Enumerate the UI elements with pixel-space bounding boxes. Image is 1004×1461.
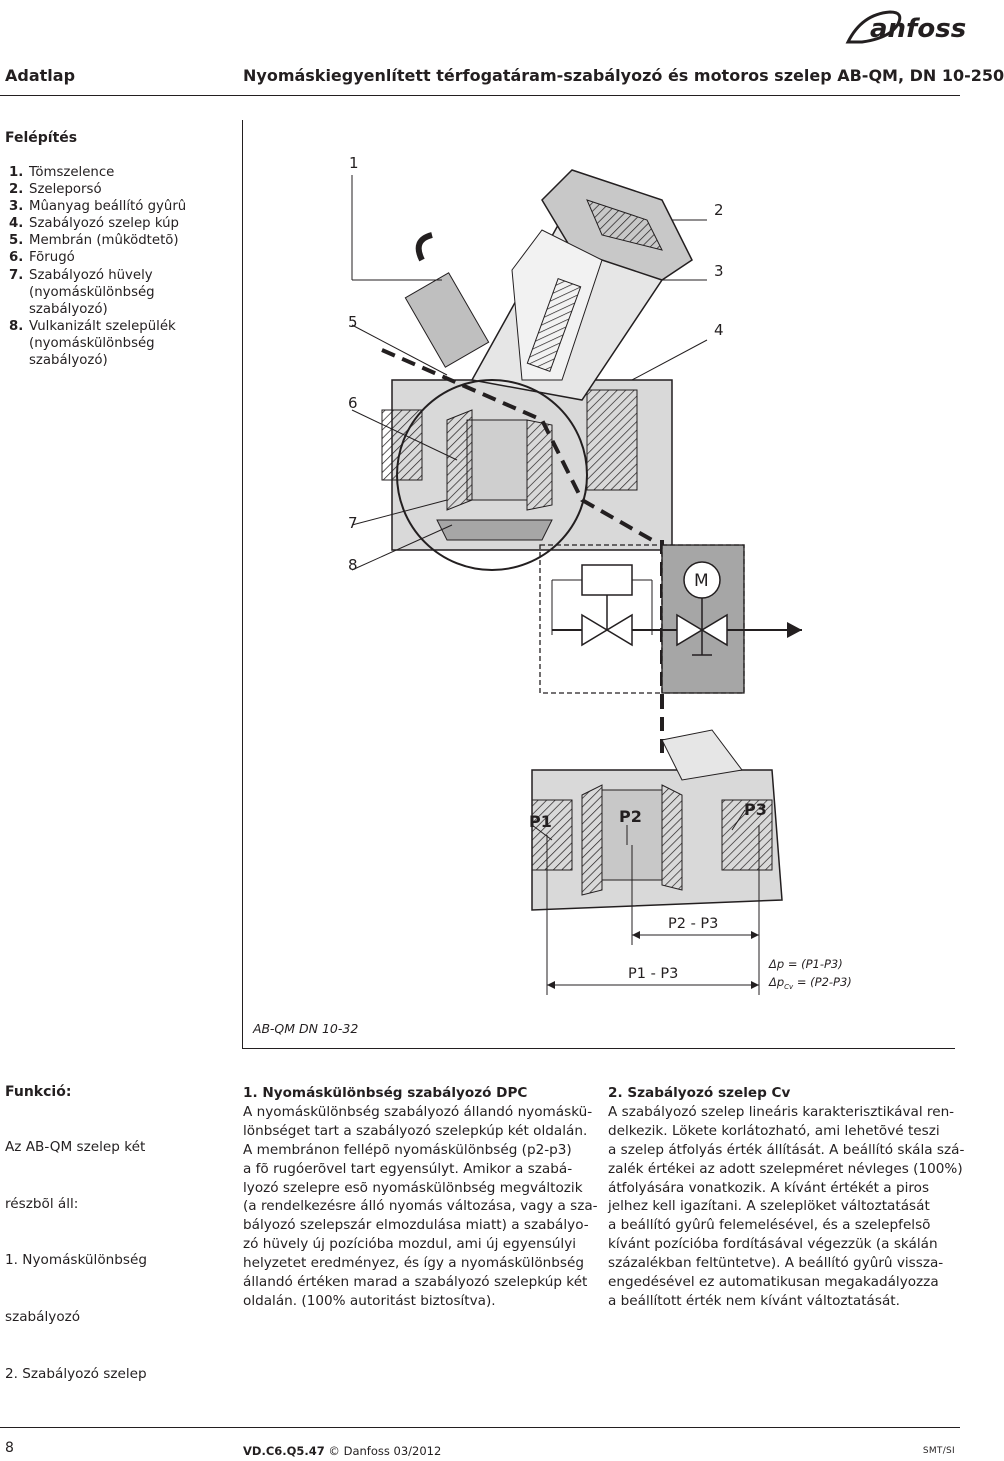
valve-cross-section <box>381 169 693 571</box>
doc-code: VD.C6.Q5.47 © Danfoss 03/2012 <box>243 1444 442 1458</box>
list-item: 1.Tömszelence <box>9 165 115 180</box>
label-p2: P2 <box>619 807 642 826</box>
callout-2: 2 <box>714 201 724 219</box>
list-item: 3.Mûanyag beállító gyûrû <box>9 199 187 215</box>
danfoss-logo: anfoss <box>845 10 966 44</box>
dpc-title: 1. Nyomáskülönbség szabályozó DPC <box>243 1085 528 1101</box>
list-item: 6.Fõrugó <box>9 250 75 266</box>
funkcio-block: Funkció: Az AB-QM szelep két részbõl áll… <box>5 1084 147 1421</box>
doc-title: Nyomáskiegyenlített térfogatáram-szabály… <box>243 66 1004 85</box>
lower-cross-section <box>531 729 783 911</box>
list-item: 2.Szeleporsó <box>9 182 102 198</box>
svg-text:anfoss: anfoss <box>870 14 966 44</box>
callouts: 1 2 3 4 5 6 7 8 <box>348 154 724 574</box>
figure-caption: AB-QM DN 10-32 <box>252 1021 358 1036</box>
cv-section: 2. Szabályozó szelep Cv A szabályozó sze… <box>608 1085 965 1309</box>
dim-p2-p3: P2 - P3 <box>668 916 718 932</box>
footer-rule <box>0 1427 960 1428</box>
callout-4: 4 <box>714 321 724 339</box>
list-item: 5.Membrán (mûködtetõ) <box>9 233 179 249</box>
callout-5: 5 <box>348 313 358 331</box>
formula-dpcv: ΔpCv = (P2-P3) <box>768 975 852 991</box>
figure-frame <box>242 120 955 1049</box>
dim-p1-p3: P1 - P3 <box>628 966 678 982</box>
footer-smt: SMT/SI <box>922 1446 955 1456</box>
valve-figure: 1 2 3 4 5 6 7 8 M <box>252 154 852 1036</box>
funkcio-heading: Funkció: <box>5 1084 72 1100</box>
parts-list: 1.Tömszelence 2.Szeleporsó 3.Mûanyag beá… <box>9 164 199 369</box>
label-p3: P3 <box>744 800 767 819</box>
formula-dp: Δp = (P1-P3) <box>768 957 843 971</box>
dimension-lines <box>546 825 760 995</box>
label-p1: P1 <box>529 812 552 831</box>
callout-6: 6 <box>348 394 358 412</box>
funkcio-text: Az AB-QM szelep két részbõl áll: 1. Nyom… <box>5 1138 147 1382</box>
list-item: 8.Vulkanizált szelepülék(nyomáskülönbség… <box>9 318 176 369</box>
callout-7: 7 <box>348 514 358 532</box>
page-number: 8 <box>5 1440 14 1456</box>
callout-1: 1 <box>349 154 359 172</box>
doc-type: Adatlap <box>5 66 76 85</box>
callout-3: 3 <box>714 262 724 280</box>
callout-8: 8 <box>348 556 358 574</box>
cv-title: 2. Szabályozó szelep Cv <box>608 1085 791 1101</box>
header-rule <box>0 95 960 96</box>
motor-letter: M <box>694 571 709 591</box>
schematic: M <box>539 544 802 760</box>
dpc-section: 1. Nyomáskülönbség szabályozó DPC A nyom… <box>243 1085 598 1309</box>
list-item: 4.Szabályozó szelep kúp <box>9 216 179 232</box>
felepites-heading: Felépítés <box>5 130 78 146</box>
